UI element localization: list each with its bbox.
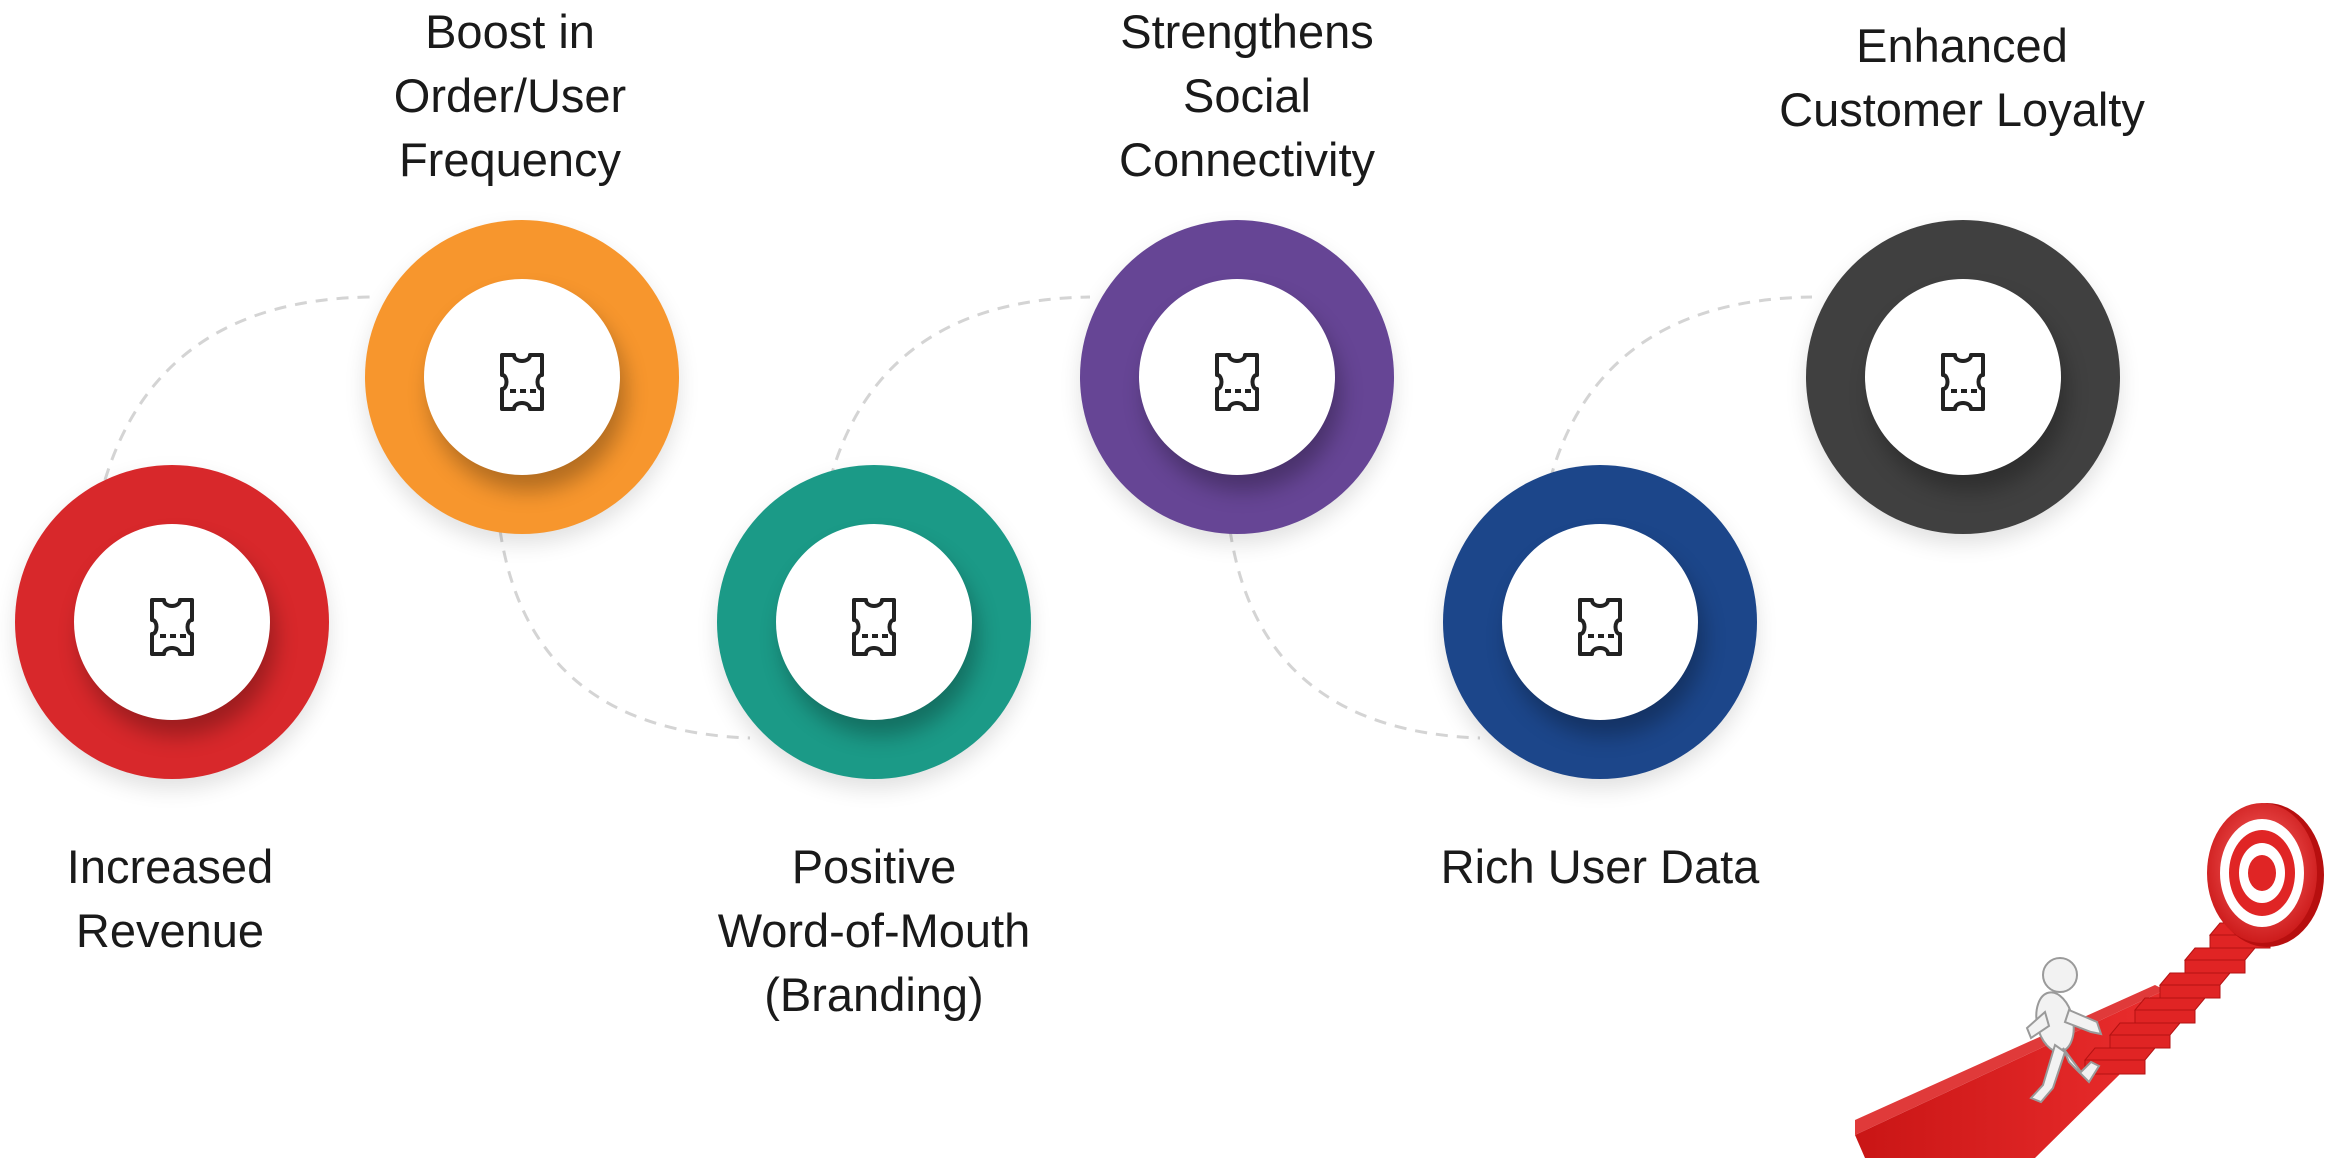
stairs-target-illustration [1855, 803, 2324, 1158]
step-ring-center [776, 524, 972, 720]
step-label-rich-user-data: Rich User Data [1440, 840, 1760, 893]
connector-1-2 [103, 295, 371, 481]
step-ring-center [74, 524, 270, 720]
ticket-icon [1215, 353, 1259, 411]
step-ring-social-connectivity [1080, 220, 1394, 534]
ticket-icon [150, 598, 194, 656]
step-label-boost-frequency: Boost in Order/User Frequency [393, 5, 627, 186]
step-ring-customer-loyalty [1806, 220, 2120, 534]
step-ring-positive-word-of-mouth [717, 465, 1031, 779]
climbing-figure-icon [2025, 957, 2103, 1104]
step-ring-rich-user-data [1443, 465, 1757, 779]
target-icon [2207, 803, 2324, 947]
ticket-icon [852, 598, 896, 656]
connector-5-6 [1548, 295, 1813, 481]
step-label-positive-word-of-mouth: Positive Word-of-Mouth (Branding) [717, 840, 1031, 1021]
step-ring-center [424, 279, 620, 475]
ticket-icon [1578, 598, 1622, 656]
ticket-icon [1941, 353, 1985, 411]
step-ring-boost-frequency [365, 220, 679, 534]
connector-2-3 [498, 529, 751, 740]
step-label-customer-loyalty: Enhanced Customer Loyalty [1779, 19, 2145, 136]
step-ring-center [1502, 524, 1698, 720]
connector-3-4 [828, 295, 1091, 481]
ticket-icon [500, 353, 544, 411]
step-ring-center [1865, 279, 2061, 475]
connector-4-5 [1228, 529, 1481, 740]
step-label-social-connectivity: Strengthens Social Connectivity [1119, 5, 1375, 186]
step-ring-increased-revenue [15, 465, 329, 779]
step-ring-center [1139, 279, 1335, 475]
step-label-increased-revenue: Increased Revenue [66, 840, 274, 957]
